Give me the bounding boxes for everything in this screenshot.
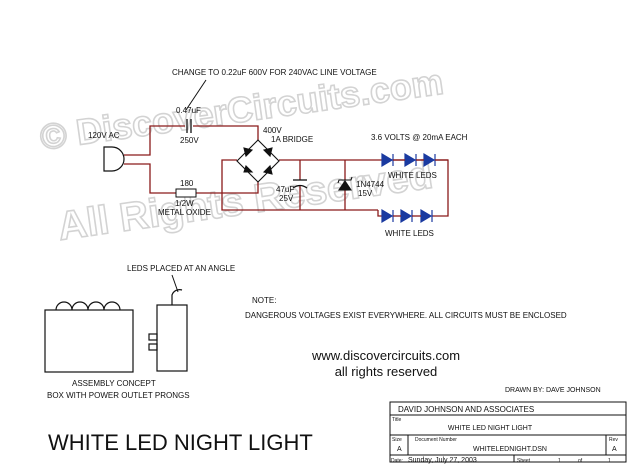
change-note-leader xyxy=(185,79,207,111)
led-icon xyxy=(400,208,413,224)
ac-plug-icon xyxy=(103,146,125,172)
size-value: A xyxy=(397,446,402,453)
website-rights: all rights reserved xyxy=(335,364,438,379)
source-label: 120V AC xyxy=(88,131,120,140)
size-label: Size xyxy=(392,437,402,443)
circuit-wires xyxy=(124,125,449,217)
note-title: NOTE: xyxy=(252,296,276,305)
led-top-label: WHITE LEDS xyxy=(388,171,437,180)
cap2-value: 47uF xyxy=(276,185,294,194)
date-label: Date: xyxy=(391,458,403,464)
zener-diode-icon xyxy=(337,176,353,191)
led-spec: 3.6 VOLTS @ 20mA EACH xyxy=(371,133,468,142)
sheet-value: 1 xyxy=(558,458,561,464)
title-block xyxy=(389,401,627,463)
website-url: www.discovercircuits.com xyxy=(311,348,460,363)
capacitor-c2-icon xyxy=(292,179,308,189)
of-value: 1 xyxy=(608,458,611,464)
side-view-box-icon xyxy=(148,289,188,372)
zener-voltage: 15V xyxy=(358,189,373,198)
bridge-label: 1A BRIDGE xyxy=(271,135,313,144)
led-icon xyxy=(381,152,394,168)
resistor-type: METAL OXIDE xyxy=(158,208,211,217)
led-string-bottom xyxy=(381,208,433,224)
cap2-voltage: 25V xyxy=(279,194,294,203)
led-icon xyxy=(381,208,394,224)
doc-value: WHITELEDNIGHT.DSN xyxy=(473,446,547,453)
rev-value: A xyxy=(612,446,617,453)
zener-part: 1N4744 xyxy=(356,180,385,189)
assembly-box-icon xyxy=(44,301,134,373)
date-value: Sunday, July 27, 2003 xyxy=(408,457,477,464)
capacitor-c1-icon xyxy=(186,119,192,133)
rev-label: Rev xyxy=(609,437,618,443)
bridge-rectifier-icon xyxy=(236,139,280,183)
led-bottom-label: WHITE LEDS xyxy=(385,229,434,238)
resistor-icon xyxy=(175,188,197,198)
led-icon xyxy=(420,208,433,224)
change-note: CHANGE TO 0.22uF 600V FOR 240VAC LINE VO… xyxy=(172,68,377,77)
angle-leader xyxy=(171,274,179,293)
resistor-value: 180 xyxy=(180,179,194,188)
resistor-power: 1/2W xyxy=(175,199,194,208)
of-label: of xyxy=(578,458,583,464)
main-title: WHITE LED NIGHT LIGHT xyxy=(48,430,313,455)
bridge-voltage: 400V xyxy=(263,126,282,135)
title-label: Title xyxy=(392,417,401,423)
doc-label: Document Number xyxy=(415,437,457,443)
angle-label: LEDS PLACED AT AN ANGLE xyxy=(127,264,235,273)
cap1-voltage: 250V xyxy=(180,136,199,145)
sheet-label: Sheet xyxy=(517,458,531,464)
led-string-wires xyxy=(393,159,448,217)
assembly-concept: ASSEMBLY CONCEPT xyxy=(72,379,156,388)
company-name: DAVID JOHNSON AND ASSOCIATES xyxy=(398,405,534,414)
drawn-by: DRAWN BY: DAVE JOHNSON xyxy=(505,387,601,394)
cap1-value: 0.47uF xyxy=(176,106,201,115)
note-text: DANGEROUS VOLTAGES EXIST EVERYWHERE. ALL… xyxy=(245,311,567,320)
title-block-title: WHITE LED NIGHT LIGHT xyxy=(448,425,533,432)
assembly-prongs: BOX WITH POWER OUTLET PRONGS xyxy=(47,391,190,400)
